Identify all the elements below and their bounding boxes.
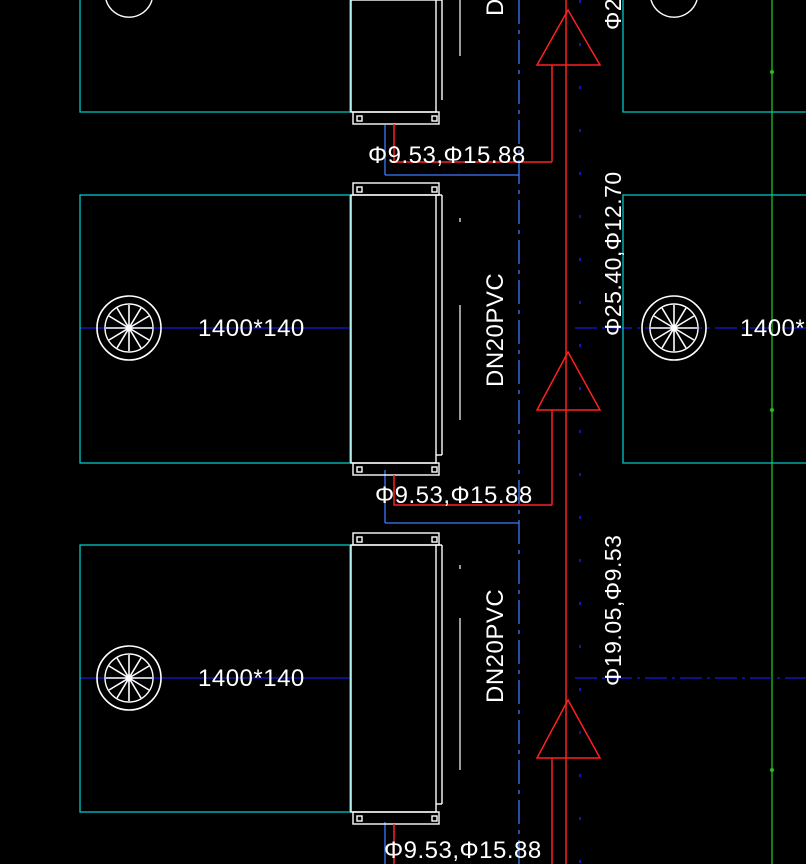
- refrigerant-pipes: [393, 0, 567, 864]
- refnet-branch-icon: [535, 8, 602, 66]
- refrigerant-size-label: Φ9.53,Φ15.88: [375, 482, 533, 509]
- refrigerant-size-label: Φ9.53,Φ15.88: [384, 837, 542, 864]
- fan-diffuser-icon: [641, 295, 707, 361]
- unit-size-label: 1400*140: [198, 315, 305, 342]
- fan-diffuser-icon: [105, 0, 698, 18]
- fan-diffuser-icon: [96, 295, 162, 361]
- drain-pipe-label: DN20PVC: [482, 273, 509, 387]
- unit-size-label: 1400*140: [198, 665, 305, 692]
- fan-coil-units: [350, 0, 443, 825]
- drain-pipe-label: DN20PVC: [482, 589, 509, 703]
- drain-route-lines: [384, 0, 520, 864]
- trunk-pipe-size-label: Φ2: [600, 0, 626, 30]
- trunk-pipe-size-label: Φ19.05,Φ9.53: [600, 535, 626, 686]
- fan-diffuser-icon: [96, 645, 162, 711]
- refnet-branch-icon: [535, 350, 602, 411]
- axis-lines: [80, 0, 806, 864]
- drain-pipe-label: DN: [482, 0, 509, 16]
- green-grid-line: [770, 0, 774, 864]
- unit-size-label: 1400*: [740, 315, 805, 342]
- refrigerant-size-label: Φ9.53,Φ15.88: [368, 142, 526, 169]
- unit-outlines: [79, 0, 806, 813]
- trunk-pipe-size-label: Φ25.40,Φ12.70: [600, 171, 626, 336]
- refnet-branch-icon: [535, 698, 602, 759]
